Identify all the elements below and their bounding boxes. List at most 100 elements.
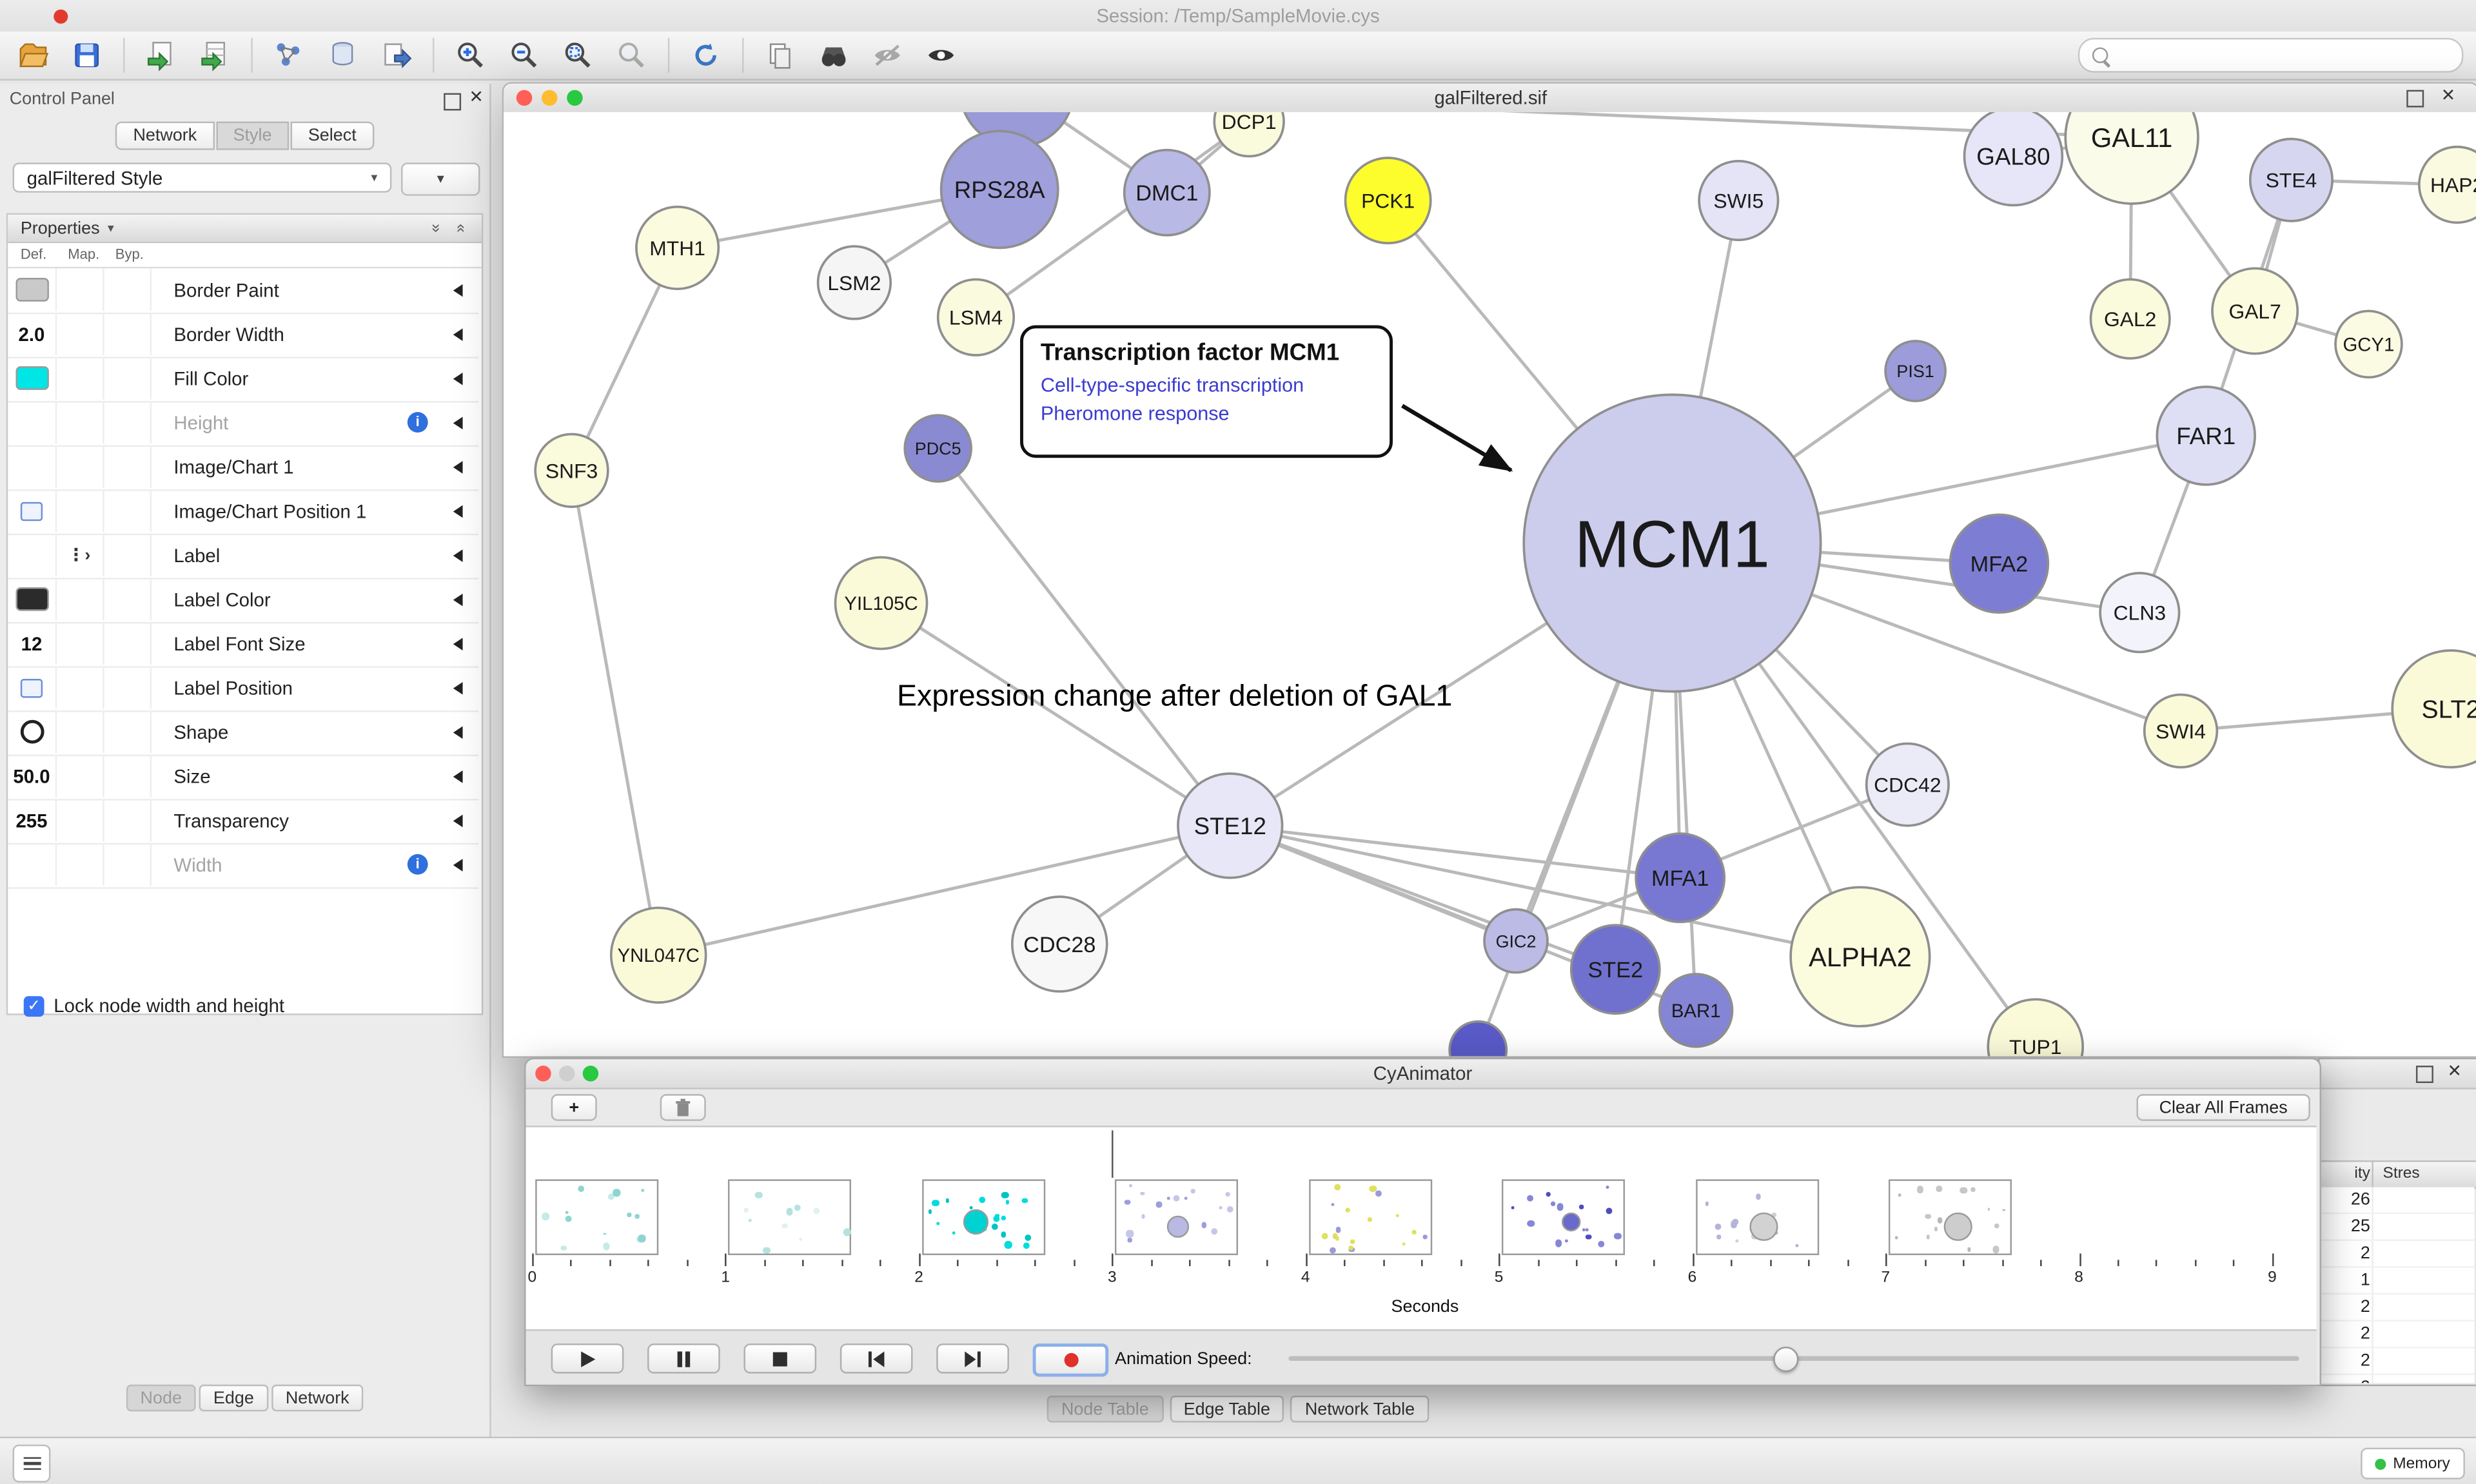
network-node-SWI4[interactable]: SWI4 — [2143, 693, 2219, 769]
network-node-PCK1[interactable]: PCK1 — [1344, 157, 1432, 244]
network-node-RPS28A[interactable]: RPS28A — [939, 130, 1059, 249]
network-node-PIS1[interactable]: PIS1 — [1884, 340, 1947, 402]
network-node-HAP2[interactable]: HAP2 — [2418, 145, 2476, 224]
slider-thumb[interactable] — [1773, 1346, 1798, 1372]
network-node-FAR1[interactable]: FAR1 — [2156, 386, 2256, 486]
expand-row-icon[interactable] — [453, 814, 463, 828]
expand-row-icon[interactable] — [453, 859, 463, 872]
frame-thumbnail-2[interactable] — [921, 1179, 1045, 1255]
mapping-cell[interactable] — [55, 268, 104, 311]
network-node-CLN3[interactable]: CLN3 — [2099, 572, 2181, 654]
zoom-out-button[interactable] — [502, 35, 547, 76]
tab-node-table[interactable]: Node Table — [1046, 1395, 1163, 1423]
expand-row-icon[interactable] — [453, 770, 463, 783]
frame-thumbnail-0[interactable] — [535, 1179, 659, 1255]
table-row[interactable]: 2 — [2319, 1240, 2475, 1268]
tab-edge-table[interactable]: Edge Table — [1169, 1395, 1285, 1423]
zoom-window-icon[interactable] — [567, 90, 583, 106]
network-node-SLT2[interactable]: SLT2 — [2391, 649, 2476, 769]
network-node-CDC42[interactable]: CDC42 — [1865, 742, 1950, 827]
expand-row-icon[interactable] — [453, 638, 463, 650]
float-window-icon[interactable] — [2406, 90, 2424, 108]
minimize-window-icon[interactable] — [542, 90, 558, 106]
expand-row-icon[interactable] — [453, 461, 463, 474]
network-node-TUP1[interactable]: TUP1 — [1987, 998, 2085, 1057]
expand-row-icon[interactable] — [453, 549, 463, 562]
zoom-fit-button[interactable] — [556, 35, 600, 76]
zoom-selected-button[interactable] — [609, 35, 654, 76]
skip-back-button[interactable] — [840, 1343, 913, 1374]
table-row[interactable]: 1 — [2319, 1267, 2475, 1295]
expand-row-icon[interactable] — [453, 726, 463, 739]
property-row-label[interactable]: ⋮›Label — [8, 533, 479, 580]
network-node-CDC28[interactable]: CDC28 — [1010, 895, 1108, 993]
zoom-in-button[interactable] — [449, 35, 493, 76]
export-network-button[interactable] — [374, 35, 418, 76]
close-view-icon[interactable]: ✕ — [2441, 86, 2456, 106]
properties-header[interactable]: Properties ▾ » » — [8, 215, 482, 244]
annotation-link[interactable]: Pheromone response — [1040, 402, 1230, 425]
hide-selected-button[interactable] — [865, 35, 910, 76]
network-window-titlebar[interactable]: galFiltered.sif ✕ — [504, 83, 2476, 114]
expand-row-icon[interactable] — [453, 372, 463, 386]
mapping-cell[interactable] — [55, 445, 104, 488]
expand-row-icon[interactable] — [453, 505, 463, 518]
info-icon[interactable]: i — [407, 854, 428, 875]
tab-edge[interactable]: Edge — [199, 1384, 268, 1412]
frame-thumbnail-5[interactable] — [1502, 1179, 1626, 1255]
save-session-button[interactable] — [64, 35, 109, 76]
delete-frame-button[interactable] — [660, 1094, 706, 1121]
add-frame-button[interactable]: + — [551, 1094, 597, 1121]
expand-row-icon[interactable] — [453, 284, 463, 297]
import-network-database-button[interactable] — [320, 35, 365, 76]
import-table-file-button[interactable] — [193, 35, 237, 76]
network-caption[interactable]: Expression change after deletion of GAL1 — [897, 680, 1453, 714]
mapping-cell[interactable] — [55, 578, 104, 621]
tab-node[interactable]: Node — [126, 1384, 196, 1412]
cyanimator-titlebar[interactable]: CyAnimator — [526, 1059, 2320, 1089]
default-value-cell[interactable]: 2.0 — [8, 312, 57, 356]
network-node-MFA2[interactable]: MFA2 — [1949, 513, 2050, 614]
mapping-cell[interactable] — [55, 312, 104, 356]
default-value-cell[interactable] — [8, 843, 57, 886]
refresh-view-button[interactable] — [683, 35, 728, 76]
bypass-cell[interactable] — [103, 533, 152, 576]
default-value-cell[interactable] — [8, 578, 57, 621]
network-node-PDC5[interactable]: PDC5 — [903, 414, 972, 483]
import-network-button[interactable] — [267, 35, 311, 76]
frame-thumbnail-1[interactable] — [729, 1179, 852, 1255]
property-row-image-chart-position-1[interactable]: Image/Chart Position 1 — [8, 489, 479, 536]
close-window-icon[interactable] — [516, 90, 533, 106]
mapping-cell[interactable] — [55, 843, 104, 886]
bypass-cell[interactable] — [103, 754, 152, 797]
table-row[interactable]: 2 — [2319, 1294, 2475, 1322]
network-node-MTH1[interactable]: MTH1 — [635, 205, 720, 291]
network-node-STE12[interactable]: STE12 — [1177, 772, 1284, 879]
info-icon[interactable]: i — [407, 412, 428, 433]
search-network-button[interactable] — [812, 35, 856, 76]
mapping-cell[interactable]: ⋮› — [55, 533, 104, 576]
network-node-ALPHA2[interactable]: ALPHA2 — [1789, 886, 1931, 1028]
default-value-cell[interactable] — [8, 710, 57, 754]
network-node-GAL11[interactable]: GAL11 — [2064, 112, 2199, 205]
results-column-0[interactable]: ity — [2354, 1165, 2370, 1183]
duplicate-button[interactable] — [758, 35, 803, 76]
default-value-cell[interactable] — [8, 445, 57, 488]
frame-thumbnail-4[interactable] — [1308, 1179, 1432, 1255]
annotation-arrow[interactable] — [1401, 404, 1513, 473]
skip-forward-button[interactable] — [936, 1343, 1009, 1374]
network-node-SWI5[interactable]: SWI5 — [1698, 159, 1780, 242]
property-row-image-chart-1[interactable]: Image/Chart 1 — [8, 445, 479, 491]
mapping-cell[interactable] — [55, 710, 104, 754]
minimize-window-icon[interactable] — [558, 1066, 575, 1082]
bypass-cell[interactable] — [103, 710, 152, 754]
default-value-cell[interactable] — [8, 533, 57, 576]
default-value-cell[interactable] — [8, 666, 57, 709]
expand-row-icon[interactable] — [453, 328, 463, 341]
property-row-label-position[interactable]: Label Position — [8, 666, 479, 712]
